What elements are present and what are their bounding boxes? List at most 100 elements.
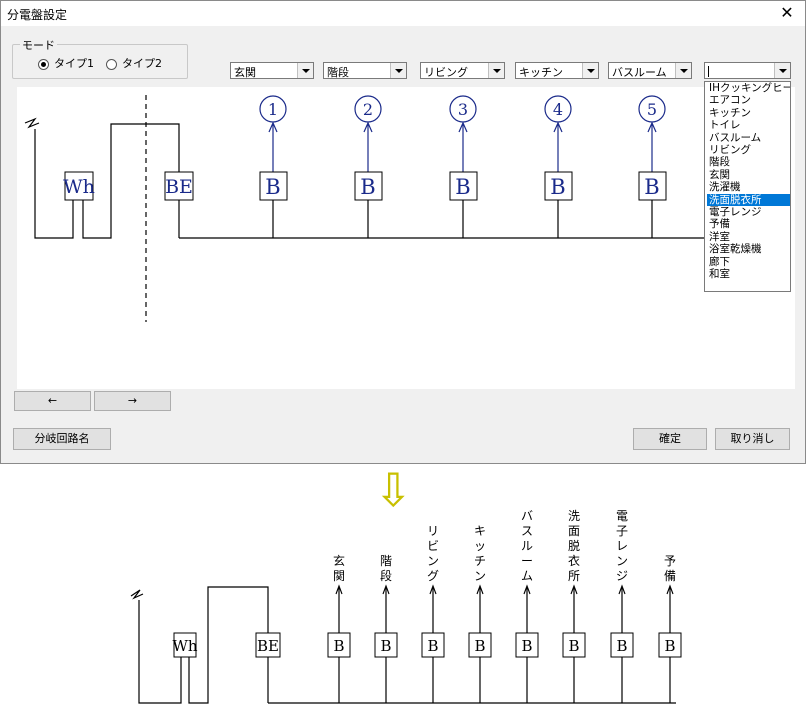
circuit-number-circle	[544, 95, 572, 123]
dropdown-item[interactable]: トイレ	[709, 119, 741, 132]
dropdown-item[interactable]: 洋室	[709, 230, 730, 243]
dropdown-item[interactable]: 予備	[709, 218, 730, 231]
branch-arrow	[553, 121, 563, 133]
result-breaker-box	[468, 632, 492, 658]
dropdown-item[interactable]: 洗濯機	[709, 181, 741, 194]
circuit-combo-6[interactable]	[704, 62, 791, 79]
circuit-number-circle	[354, 95, 382, 123]
chevron-down-icon[interactable]	[297, 63, 313, 78]
dropdown-item[interactable]: リビング	[709, 144, 751, 157]
breaker-box	[354, 171, 383, 201]
circuit-number: 1	[268, 100, 278, 119]
chevron-down-icon[interactable]	[488, 63, 504, 78]
down-arrow-icon: ⇩	[374, 463, 413, 517]
combo-value: 玄関	[234, 66, 256, 79]
branch-arrow	[268, 121, 278, 133]
result-arrow	[570, 584, 578, 595]
circuit-combo-3[interactable]: リビング	[420, 62, 505, 79]
circuit-combo-4[interactable]: キッチン	[515, 62, 599, 79]
dropdown-item[interactable]: 洗面脱衣所	[707, 193, 790, 207]
breaker-label: B	[644, 175, 659, 199]
result-breaker-box	[658, 632, 682, 658]
circuit-dropdown-list[interactable]: IHクッキングヒータエアコンキッチントイレバスルームリビング階段玄関洗濯機洗面脱…	[704, 81, 791, 292]
close-icon[interactable]: ✕	[780, 3, 794, 22]
circuit-combo-1[interactable]: 玄関	[230, 62, 314, 79]
chevron-down-icon[interactable]	[774, 63, 790, 78]
circuit-number-circle	[259, 95, 287, 123]
be-breaker-box	[164, 171, 194, 201]
dropdown-item[interactable]: 階段	[709, 156, 730, 169]
result-arrow	[476, 584, 484, 595]
result-circuit-label: キッチン	[473, 524, 486, 583]
result-breaker-box	[421, 632, 445, 658]
combo-value: リビング	[424, 66, 468, 79]
combo-value: バスルーム	[612, 66, 667, 79]
result-arrow	[429, 584, 437, 595]
combo-value: キッチン	[519, 66, 563, 79]
window-title: 分電盤設定	[7, 8, 68, 22]
result-breaker-label: B	[664, 637, 675, 655]
result-breaker-label: B	[380, 637, 391, 655]
breaker-label: B	[360, 175, 375, 199]
result-breaker-label: B	[616, 637, 627, 655]
radio-type2[interactable]: タイプ2	[106, 55, 162, 71]
wh-meter-box	[64, 171, 94, 201]
branch-circuit-name-button[interactable]: 分岐回路名	[13, 428, 111, 450]
ok-button[interactable]: 確定	[633, 428, 707, 450]
result-circuit-label: バスルーム	[520, 509, 533, 583]
breaker-box	[544, 171, 573, 201]
breaker-label: B	[455, 175, 470, 199]
branch-arrow	[363, 121, 373, 133]
result-breaker-label: B	[474, 637, 485, 655]
dropdown-item[interactable]: 和室	[709, 268, 730, 281]
radio-type1-label: タイプ1	[54, 57, 94, 70]
radio-type2-label: タイプ2	[122, 57, 162, 70]
circuit-number: 4	[553, 100, 563, 119]
circuit-number-circle	[638, 95, 666, 123]
result-breaker-box	[562, 632, 586, 658]
mode-label: モード	[20, 37, 57, 53]
chevron-down-icon[interactable]	[582, 63, 598, 78]
radio-type1[interactable]: タイプ1	[38, 55, 94, 71]
result-be-box	[255, 632, 281, 658]
dropdown-item[interactable]: キッチン	[709, 106, 751, 119]
next-button[interactable]: →	[94, 391, 171, 411]
dropdown-item[interactable]: 電子レンジ	[709, 206, 762, 219]
result-breaker-box	[374, 632, 398, 658]
circuit-combo-5[interactable]: バスルーム	[608, 62, 692, 79]
dropdown-item[interactable]: バスルーム	[709, 131, 762, 144]
power-source-symbol	[24, 117, 40, 129]
radio-checked-icon	[38, 58, 49, 70]
breaker-box	[449, 171, 478, 201]
dropdown-item[interactable]: 廊下	[709, 255, 730, 268]
dropdown-item[interactable]: 玄関	[709, 168, 730, 181]
result-wh-label: Wh	[172, 637, 197, 655]
dropdown-item[interactable]: IHクッキングヒータ	[709, 82, 790, 94]
result-arrow	[382, 584, 390, 595]
result-circuit-label: 階段	[379, 554, 392, 583]
cancel-button[interactable]: 取り消し	[715, 428, 790, 450]
branch-arrow	[647, 121, 657, 133]
result-be-label: BE	[257, 637, 279, 655]
circuit-combo-2[interactable]: 階段	[323, 62, 407, 79]
result-breaker-label: B	[333, 637, 344, 655]
result-wh-box	[173, 632, 197, 658]
breaker-box	[259, 171, 288, 201]
result-breaker-label: B	[427, 637, 438, 655]
chevron-down-icon[interactable]	[675, 63, 691, 78]
branch-arrow	[458, 121, 468, 133]
title-bar: 分電盤設定 ✕	[1, 1, 805, 26]
result-arrow	[618, 584, 626, 595]
result-circuit-label: 予備	[663, 554, 676, 583]
dropdown-item[interactable]: 浴室乾燥機	[709, 243, 762, 256]
prev-button[interactable]: ←	[14, 391, 91, 411]
breaker-label: B	[265, 175, 280, 199]
dropdown-item[interactable]: エアコン	[709, 94, 751, 107]
result-breaker-box	[515, 632, 539, 658]
result-breaker-label: B	[521, 637, 532, 655]
result-circuit-label: 洗面脱衣所	[567, 509, 580, 583]
chevron-down-icon[interactable]	[390, 63, 406, 78]
breaker-label: B	[550, 175, 565, 199]
